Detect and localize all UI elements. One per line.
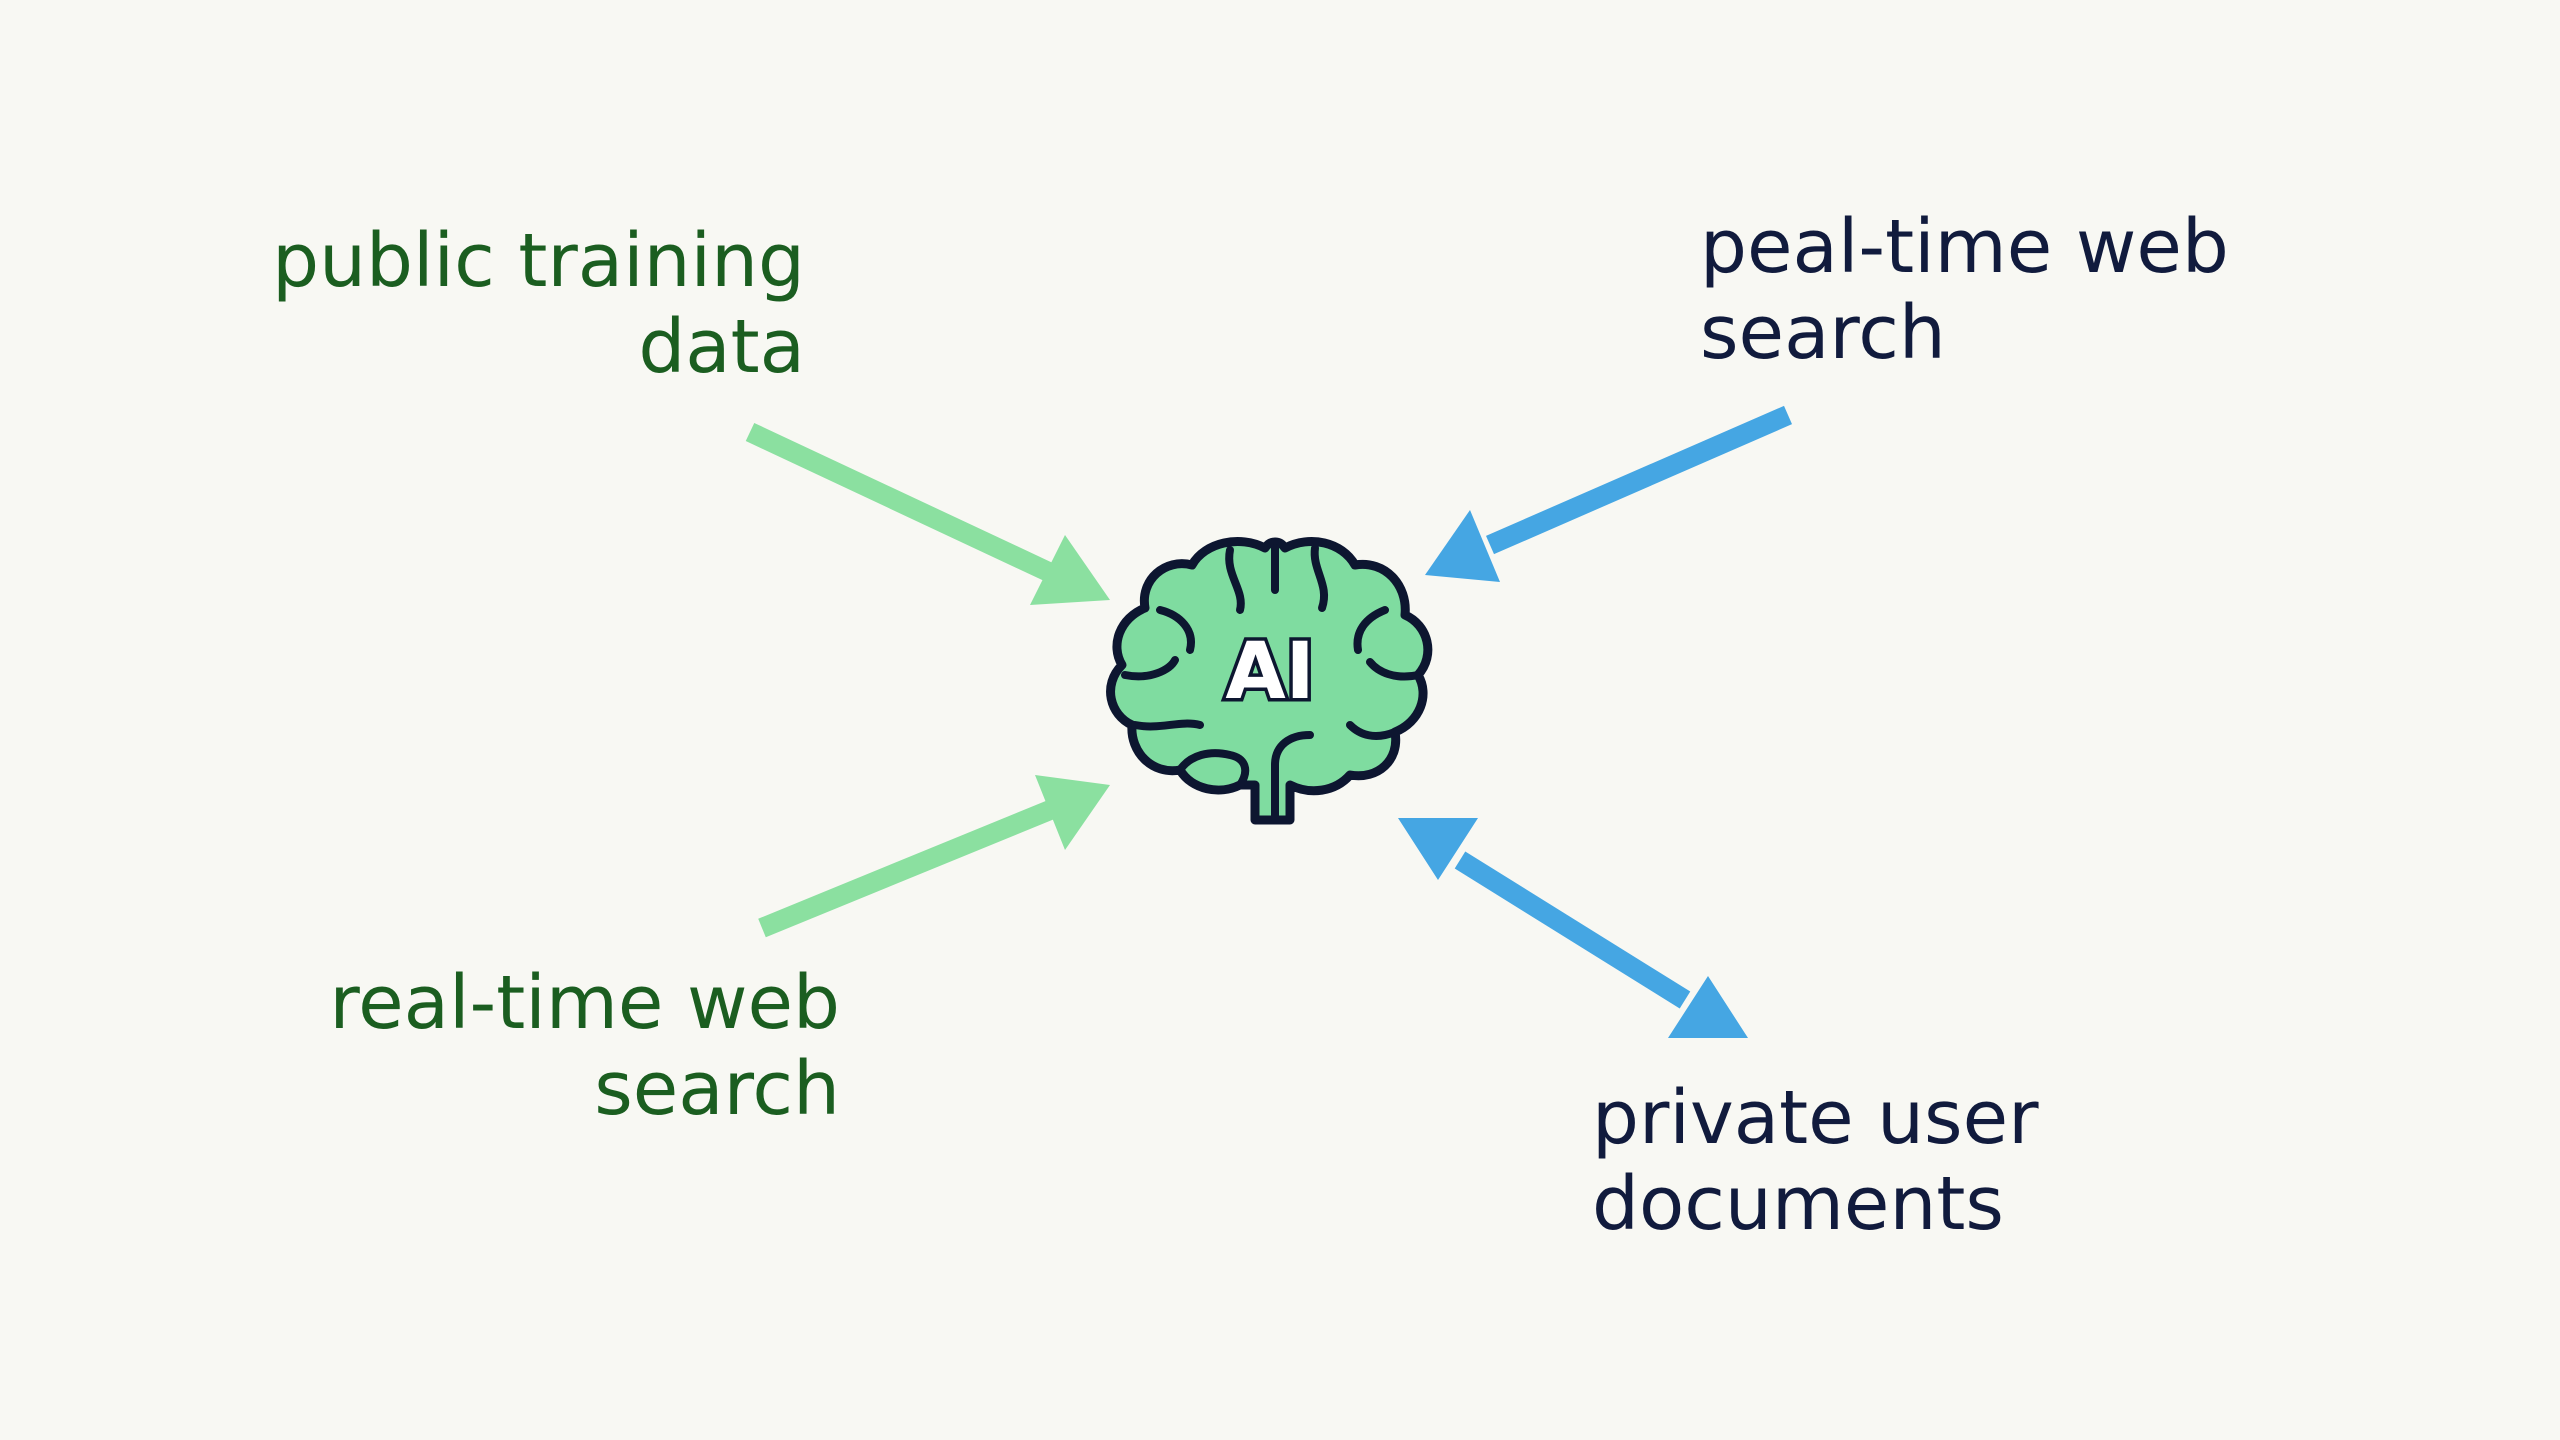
label-realtime-web-search-left: real-time web search bbox=[280, 960, 840, 1132]
label-line: data bbox=[638, 304, 805, 390]
arrow-realtime-search-right bbox=[1425, 405, 1792, 582]
brain-icon: AI bbox=[1106, 537, 1433, 825]
label-line: peal-time web bbox=[1700, 204, 2229, 290]
label-realtime-web-search-right: peal-time web search bbox=[1700, 204, 2229, 376]
arrow-private-documents bbox=[1398, 818, 1748, 1038]
label-line: public training bbox=[272, 218, 805, 304]
arrow-realtime-search-left bbox=[758, 775, 1110, 938]
label-line: real-time web bbox=[329, 960, 840, 1046]
arrow-training-data bbox=[745, 422, 1110, 605]
label-line: search bbox=[594, 1046, 840, 1132]
label-line: documents bbox=[1592, 1161, 2004, 1247]
brain-ai-label: AI bbox=[1225, 627, 1314, 717]
label-line: search bbox=[1700, 290, 1946, 376]
label-line: private user bbox=[1592, 1075, 2039, 1161]
label-private-user-documents: private user documents bbox=[1592, 1075, 2039, 1247]
label-public-training-data: public training data bbox=[240, 218, 805, 390]
